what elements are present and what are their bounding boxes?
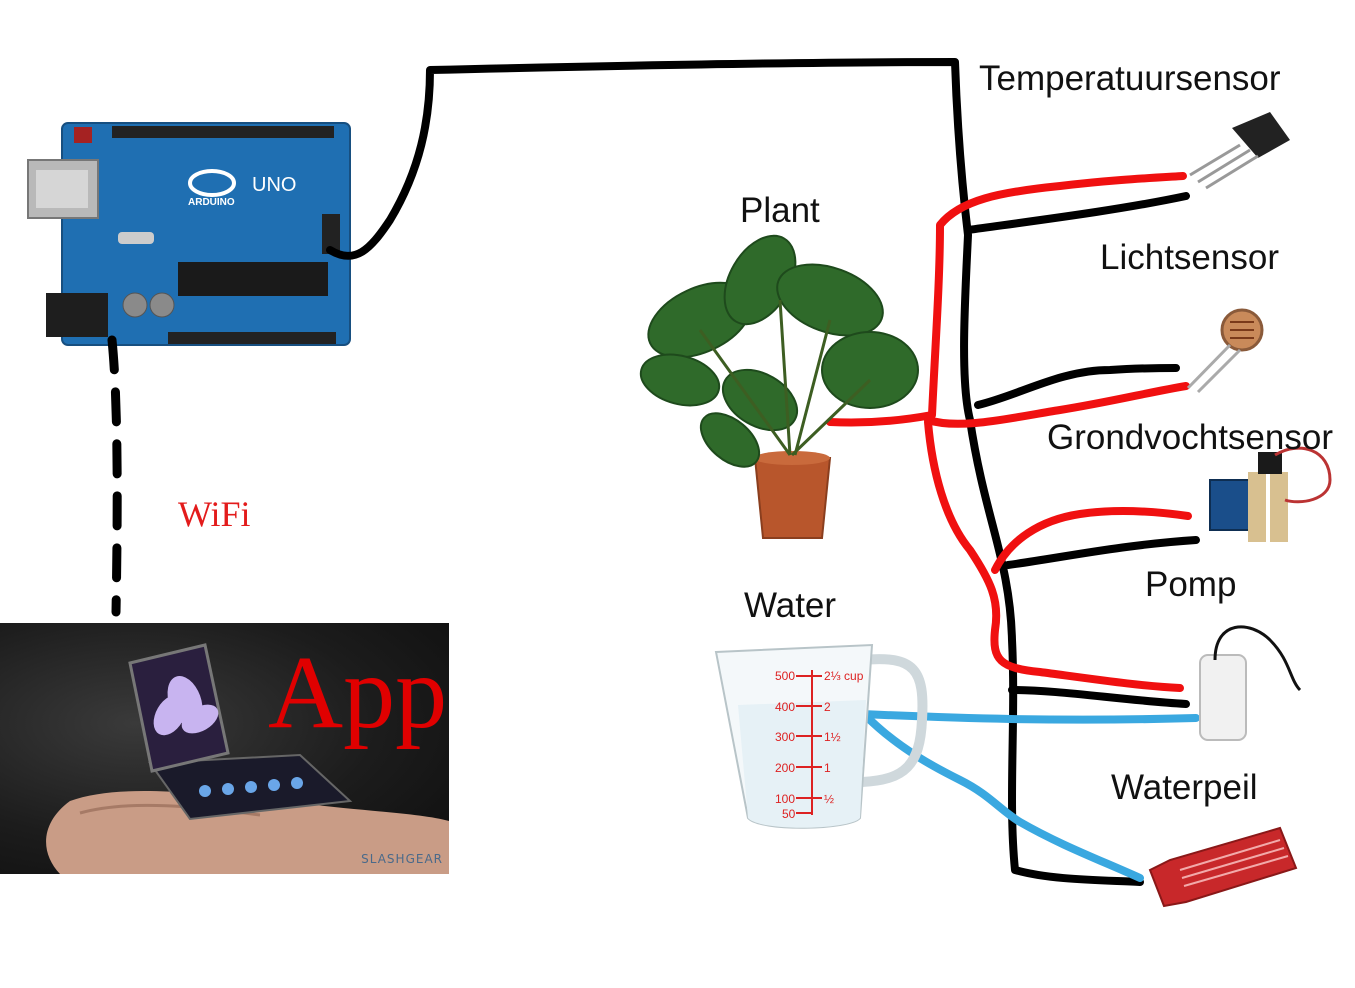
cup-c-top: 2⅓ cup — [824, 669, 864, 683]
label-pump: Pomp — [1145, 565, 1237, 604]
label-water: Water — [744, 586, 837, 625]
app-label: App — [268, 635, 448, 750]
label-plant: Plant — [740, 191, 820, 230]
phone-illustration — [46, 643, 449, 874]
water-pump — [1199, 625, 1302, 741]
cup-c-2: 2 — [824, 700, 831, 714]
cup-c-1: 1 — [824, 761, 831, 775]
light-sensor — [1186, 308, 1264, 394]
cup-ml-200: 200 — [775, 761, 795, 775]
label-light-sensor: Lichtsensor — [1100, 238, 1279, 277]
label-water-level: Waterpeil — [1111, 768, 1258, 807]
cup-ml-50: 50 — [782, 807, 796, 821]
plant-image — [639, 234, 919, 539]
measuring-cup-image: 500 400 300 200 100 50 2⅓ cup 2 1½ 1 ½ — [714, 643, 928, 829]
arduino-uno-board: UNO ARDUINO — [27, 122, 351, 346]
cup-ml-100: 100 — [775, 792, 795, 806]
app-phone-photo: App SLASHGEAR — [0, 623, 449, 874]
cup-c-1half: 1½ — [824, 730, 841, 744]
cup-ml-400: 400 — [775, 700, 795, 714]
arduino-model-text: UNO — [252, 174, 296, 196]
photo-watermark: SLASHGEAR — [361, 852, 443, 866]
soil-moisture-sensor — [1209, 446, 1332, 542]
cup-c-half: ½ — [824, 792, 834, 806]
label-temperature-sensor: Temperatuursensor — [979, 59, 1281, 98]
arduino-brand-text: ARDUINO — [188, 197, 235, 208]
black-signal-wires — [326, 58, 1200, 886]
temperature-sensor — [1189, 112, 1290, 190]
water-level-sensor — [1148, 826, 1298, 908]
cup-ml-500: 500 — [775, 669, 795, 683]
label-wifi: WiFi — [178, 494, 251, 534]
label-soil-moisture-sensor: Grondvochtsensor — [1047, 418, 1333, 457]
cup-ml-300: 300 — [775, 730, 795, 744]
wifi-link — [107, 335, 122, 617]
red-power-wires — [826, 172, 1192, 692]
